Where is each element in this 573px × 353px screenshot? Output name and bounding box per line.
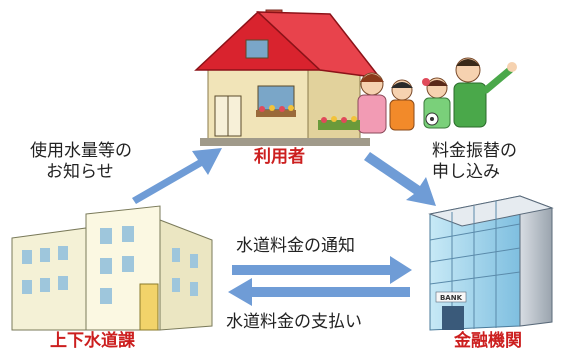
arrow-usage-notice [132, 148, 222, 204]
usage-notice-label-line2: お知らせ [46, 162, 114, 182]
fee-notice-label: 水道料金の通知 [236, 236, 355, 256]
user-label: 利用者 [254, 147, 305, 167]
transfer-request-label-line2: 申し込み [432, 162, 500, 182]
water-dept-label: 上下水道課 [50, 331, 135, 351]
arrow-fee-payment [228, 278, 410, 306]
transfer-request-label-line1: 料金振替の [432, 141, 517, 161]
usage-notice-label-line1: 使用水量等の [30, 141, 132, 161]
house-illustration [194, 9, 382, 146]
fee-payment-label: 水道料金の支払い [226, 312, 362, 332]
water-dept-building-illustration [11, 205, 213, 331]
arrow-transfer-request [364, 152, 436, 206]
family-illustration [318, 57, 517, 134]
bank-building-illustration: BANK [428, 195, 554, 331]
bank-label: 金融機関 [454, 331, 522, 351]
arrow-fee-notice [232, 256, 412, 284]
bank-sign: BANK [440, 294, 463, 302]
